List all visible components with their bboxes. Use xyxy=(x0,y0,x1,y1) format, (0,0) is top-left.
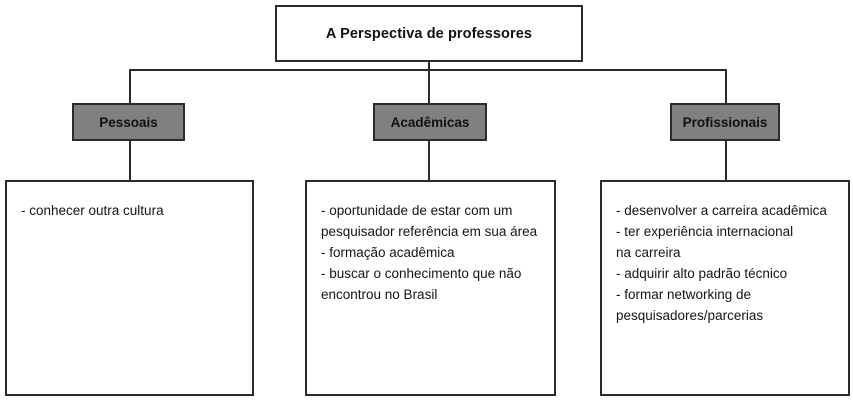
category-label-profissionais: Profissionais xyxy=(682,114,768,130)
content-line: - ter experiência internacional xyxy=(616,224,794,239)
connector-drop-branch-3 xyxy=(725,69,727,103)
content-box-academicas: - oportunidade de estar com um pesquisad… xyxy=(305,180,556,396)
content-line: encontrou no Brasil xyxy=(321,287,438,302)
content-line: - adquirir alto padrão técnico xyxy=(616,266,788,281)
content-box-profissionais: - desenvolver a carreira acadêmica - ter… xyxy=(600,180,850,396)
connector-leg-branch-2 xyxy=(428,141,430,180)
category-node-pessoais: Pessoais xyxy=(72,103,185,141)
category-node-profissionais: Profissionais xyxy=(670,103,780,141)
connector-leg-branch-3 xyxy=(725,141,727,180)
content-line: - desenvolver a carreira acadêmica xyxy=(616,203,827,218)
root-node-title-box: A Perspectiva de professores xyxy=(275,5,583,62)
connector-drop-branch-2 xyxy=(428,69,430,103)
content-line: pesquisadores/parcerias xyxy=(616,308,764,323)
category-label-academicas: Acadêmicas xyxy=(390,114,470,130)
content-line: - formar networking de xyxy=(616,287,752,302)
content-line: - conhecer outra cultura xyxy=(21,203,164,218)
content-line: - formação acadêmica xyxy=(321,245,455,260)
connector-leg-branch-1 xyxy=(129,141,131,180)
content-line: pesquisador referência em sua área xyxy=(321,224,538,239)
connector-drop-branch-1 xyxy=(129,69,131,103)
content-line: - buscar o conhecimento que não xyxy=(321,266,522,281)
connector-root-stem xyxy=(428,62,430,71)
root-node-label: A Perspectiva de professores xyxy=(325,25,533,42)
category-node-academicas: Acadêmicas xyxy=(373,103,487,141)
content-line: na carreira xyxy=(616,245,681,260)
content-box-pessoais: - conhecer outra cultura xyxy=(5,180,254,396)
content-line: - oportunidade de estar com um xyxy=(321,203,513,218)
category-label-pessoais: Pessoais xyxy=(99,114,158,130)
